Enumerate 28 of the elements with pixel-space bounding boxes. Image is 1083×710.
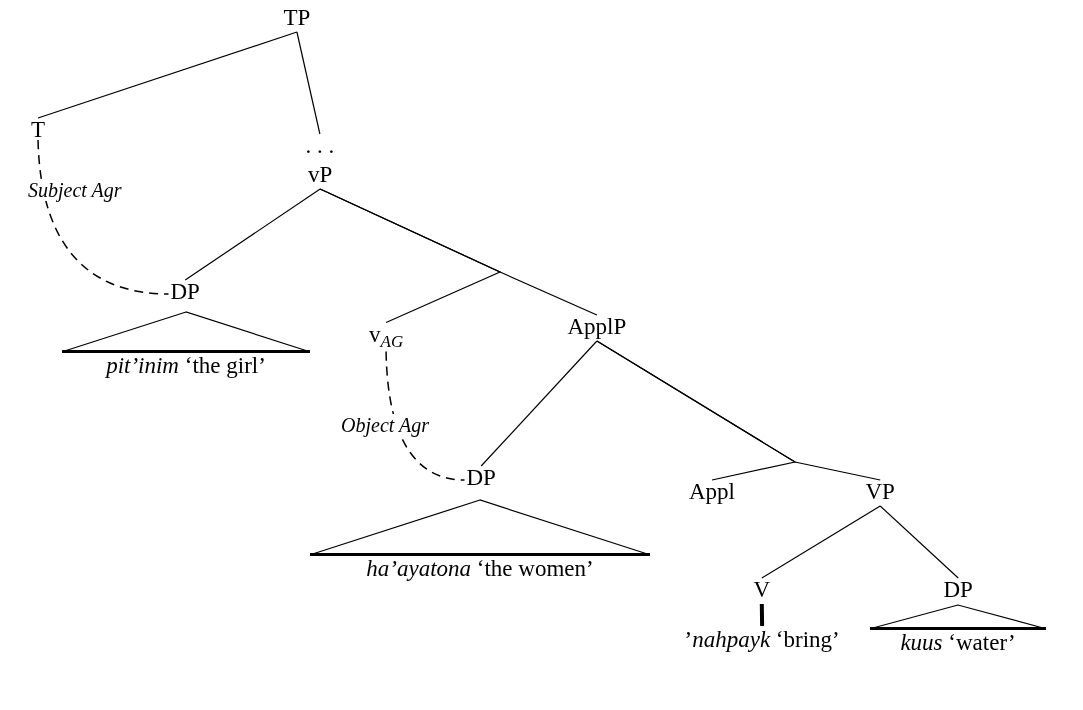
tree-branch [319,188,598,316]
node-label: Appl [689,480,735,504]
tree-branch [480,340,598,467]
node-label: V [753,578,771,602]
edge-label: Object Agr [340,414,430,436]
tree-branch [761,505,881,579]
tree-branch [184,188,321,281]
tree-branch [296,31,321,135]
node-label: ’nahpayk ‘bring’ [684,628,840,652]
node-label: T [31,118,46,142]
node-label: v$_{AG}$ [369,322,404,354]
tree-branch [596,340,881,481]
agreement-line [385,350,466,481]
node-label: ApplP [567,315,627,339]
node-label: . . . [305,134,335,158]
phrase-text: ha’ayatona ‘the women’ [365,556,595,582]
node-label: vP [308,163,333,187]
tree-branch [759,603,765,627]
phrase-text: kuus ‘water’ [899,630,1017,656]
node-label: VP [865,480,895,504]
tree-branch [879,505,959,579]
node-label: TP [283,6,311,30]
node-label: DP [466,466,496,490]
tree-branch [37,31,298,119]
node-label: DP [170,280,200,304]
node-label: DP [943,578,973,602]
agreement-line [37,139,170,295]
phrase-text: pit’inim ‘the girl’ [104,353,267,379]
